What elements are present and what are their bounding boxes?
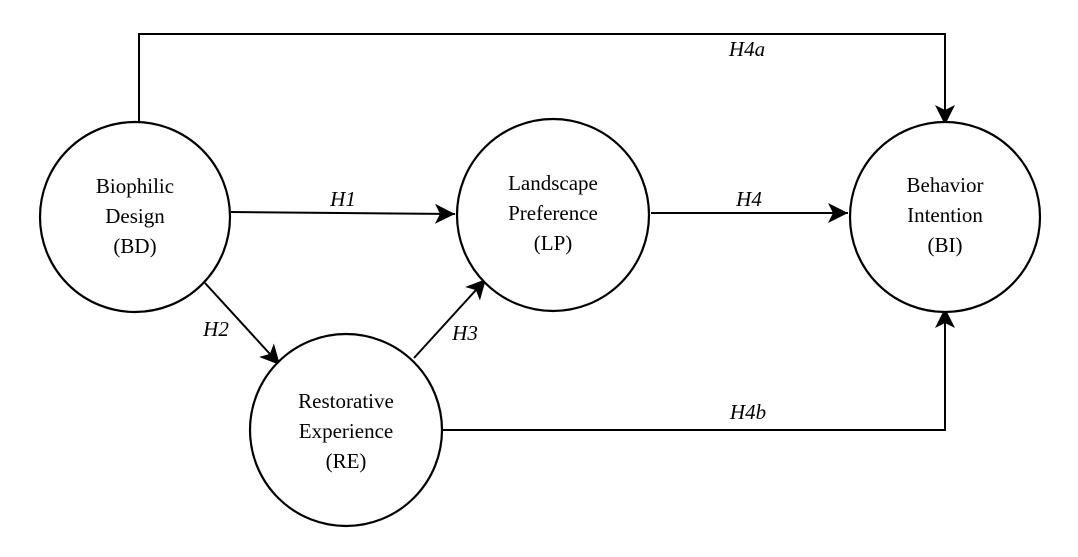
- node-label-line: Design: [105, 204, 165, 228]
- edge-h1: H1: [230, 187, 456, 224]
- edge-h2: H2: [202, 282, 281, 366]
- node-label-line: Landscape: [508, 171, 598, 195]
- node-label-line: Restorative: [298, 389, 394, 413]
- node-label-line: Biophilic: [96, 174, 174, 198]
- node-behavior-intention: Behavior Intention (BI): [848, 120, 1042, 314]
- edge-label-h4a: H4a: [728, 37, 765, 61]
- node-label-line: (RE): [326, 449, 367, 473]
- node-biophilic-design: Biophilic Design (BD): [38, 120, 232, 314]
- node-label-line: Experience: [299, 419, 393, 443]
- node-label-line: (BD): [113, 234, 156, 258]
- node-label-line: Preference: [508, 201, 598, 225]
- edge-label-h4b: H4b: [729, 400, 766, 424]
- node-label-line: (BI): [928, 233, 963, 257]
- edge-label-h3: H3: [451, 321, 478, 345]
- edge-label-h2: H2: [202, 317, 229, 341]
- node-restorative-experience: Restorative Experience (RE): [248, 332, 444, 528]
- edge-label-h4: H4: [735, 187, 762, 211]
- edge-h4: H4: [651, 187, 848, 223]
- edge-h4b: H4b: [443, 308, 955, 431]
- node-landscape-preference: Landscape Preference (LP): [455, 117, 651, 313]
- edge-h4a: H4a: [138, 33, 955, 127]
- node-label-line: (LP): [534, 231, 573, 255]
- node-label-line: Behavior: [907, 173, 984, 197]
- edge-h3: H3: [413, 278, 487, 359]
- node-label-line: Intention: [907, 203, 983, 227]
- edge-label-h1: H1: [329, 187, 356, 211]
